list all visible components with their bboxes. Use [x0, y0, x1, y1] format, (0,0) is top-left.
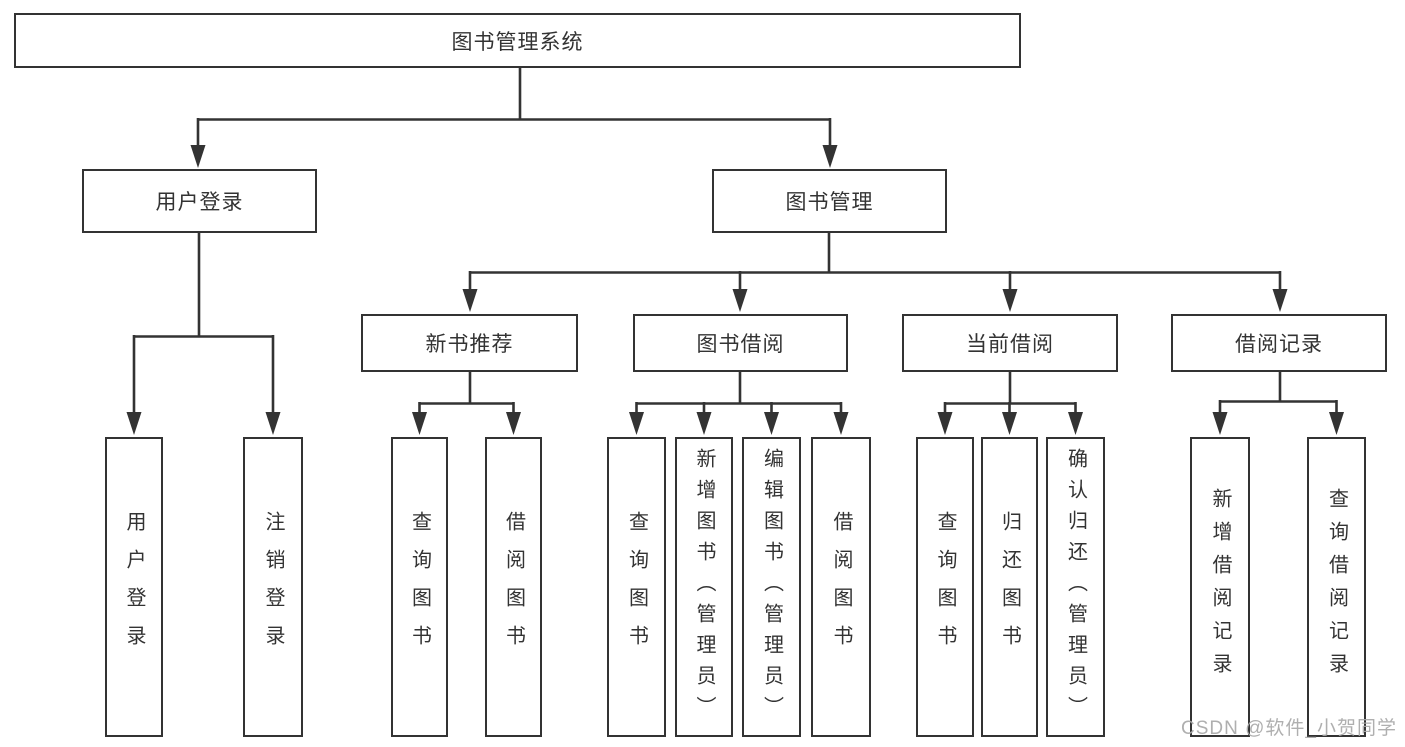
leaf-user-login-label: 用户登录: [123, 511, 145, 663]
leaf-current-confirm-return-admin-label: 确认归还（管理员）: [1064, 447, 1087, 727]
node-borrow-record: 借阅记录: [1171, 314, 1387, 372]
csdn-watermark: CSDN @软件_小贺同学: [1181, 718, 1397, 739]
leaf-record-query-record: 查询借阅记录: [1307, 437, 1366, 737]
leaf-logout-label: 注销登录: [262, 511, 284, 663]
node-root: 图书管理系统: [14, 13, 1021, 68]
node-user-login: 用户登录: [82, 169, 317, 233]
leaf-record-query-record-label: 查询借阅记录: [1325, 488, 1348, 686]
leaf-borrow-add-book-admin-label: 新增图书（管理员）: [693, 447, 715, 727]
leaf-newrec-borrow-book-label: 借阅图书: [502, 511, 525, 663]
leaf-current-query-book: 查询图书: [916, 437, 974, 737]
node-root-label: 图书管理系统: [451, 30, 584, 54]
leaf-borrow-borrow-book-label: 借阅图书: [830, 511, 852, 663]
node-book-borrow-label: 图书借阅: [696, 333, 785, 356]
node-user-login-label: 用户登录: [155, 191, 244, 214]
leaf-newrec-borrow-book: 借阅图书: [485, 437, 542, 737]
leaf-newrec-query-book: 查询图书: [391, 437, 448, 737]
node-borrow-record-label: 借阅记录: [1235, 333, 1323, 356]
leaf-user-login: 用户登录: [105, 437, 163, 737]
leaf-borrow-borrow-book: 借阅图书: [811, 437, 871, 737]
node-book-borrow: 图书借阅: [633, 314, 848, 372]
leaf-newrec-query-book-label: 查询图书: [408, 511, 431, 663]
leaf-record-add-record: 新增借阅记录: [1190, 437, 1250, 737]
node-book-management-label: 图书管理: [785, 191, 874, 214]
leaf-borrow-edit-book-admin: 编辑图书（管理员）: [742, 437, 801, 737]
arrowheads: [126, 145, 1344, 435]
leaf-borrow-edit-book-admin-label: 编辑图书（管理员）: [760, 447, 783, 727]
node-new-book-recommend: 新书推荐: [361, 314, 578, 372]
leaf-borrow-query-book-label: 查询图书: [625, 511, 648, 663]
leaf-borrow-query-book: 查询图书: [607, 437, 666, 737]
leaf-current-return-book: 归还图书: [981, 437, 1038, 737]
leaf-logout: 注销登录: [243, 437, 303, 737]
node-book-management: 图书管理: [712, 169, 947, 233]
leaf-current-confirm-return-admin: 确认归还（管理员）: [1046, 437, 1105, 737]
leaf-current-return-book-label: 归还图书: [998, 511, 1021, 663]
node-current-borrow-label: 当前借阅: [966, 333, 1054, 356]
leaf-borrow-add-book-admin: 新增图书（管理员）: [675, 437, 733, 737]
node-new-book-recommend-label: 新书推荐: [425, 333, 514, 356]
node-current-borrow: 当前借阅: [902, 314, 1118, 372]
leaf-record-add-record-label: 新增借阅记录: [1209, 488, 1231, 686]
leaf-current-query-book-label: 查询图书: [934, 511, 956, 663]
